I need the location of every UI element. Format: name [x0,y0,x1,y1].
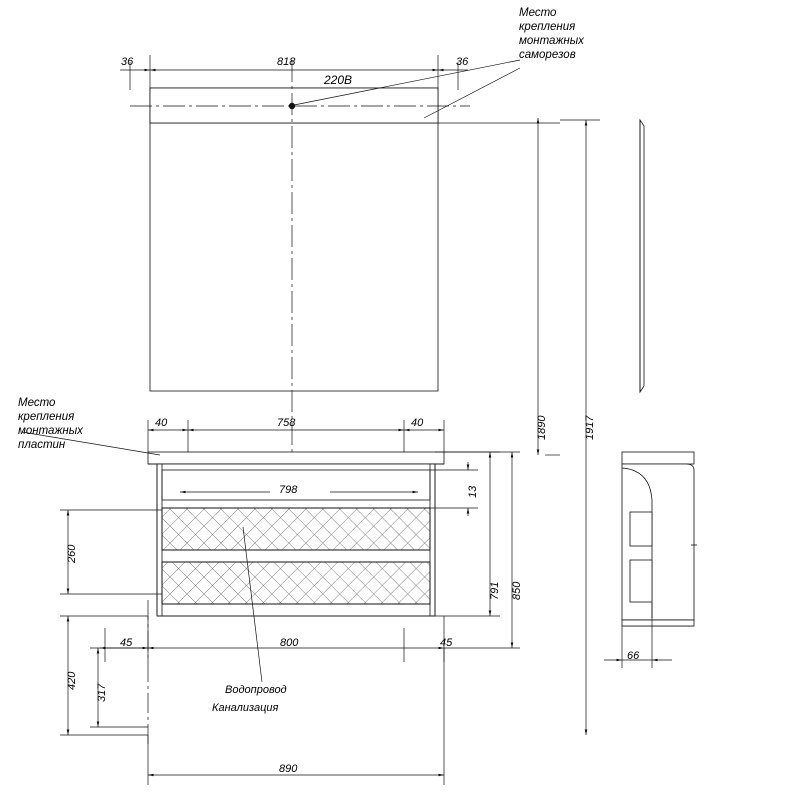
dim-label-260: 260 [66,544,78,563]
dim-label-40-right: 40 [411,417,424,429]
dim-label-1917: 1917 [584,415,596,440]
dim-label-420: 420 [66,671,78,690]
mirror-front-view [149,87,439,392]
top-note-leader [293,59,521,119]
dim-420-317 [60,615,148,736]
bottom-note-leader [242,526,263,683]
dim-13 [430,462,478,516]
annotation-left-note: Место крепления монтажных пластин [18,397,83,451]
dim-label-890: 890 [279,763,298,775]
label-power-220v: 220В [324,73,353,87]
dim-label-317: 317 [96,683,108,702]
dim-label-66: 66 [627,650,640,662]
annotation-top-note: Место крепления монтажных саморезов [519,7,584,61]
dim-label-800: 800 [280,637,299,649]
dim-260 [60,509,162,595]
dim-label-36-right: 36 [456,56,469,68]
dim-890 [147,648,445,785]
dim-1917 [560,119,600,735]
power-point-marker [288,102,296,110]
cabinet-side-view [621,451,697,627]
top-dimension-group [120,55,468,90]
dim-850 [444,451,520,649]
left-note-leader [21,431,161,456]
dim-base [100,616,445,662]
dim-66 [604,602,672,668]
dim-label-791: 791 [489,581,501,600]
dim-label-798: 798 [279,484,298,496]
dim-label-40-left: 40 [155,417,168,429]
mirror-side-view [639,118,645,394]
dim-label-1890: 1890 [536,415,548,440]
dim-label-818: 818 [277,56,296,68]
dim-label-45-right: 45 [440,637,453,649]
cabinet-front-view [147,451,445,617]
dim-1890 [438,118,560,456]
dim-cabinet-top [147,420,445,452]
annotation-water-supply: Водопровод [225,684,287,696]
dim-label-36-left: 36 [121,56,134,68]
dim-label-758: 758 [277,417,296,429]
annotation-sewerage: Канализация [212,702,279,714]
dim-label-850: 850 [511,581,523,600]
dim-label-45-left: 45 [120,637,133,649]
dim-label-13: 13 [467,485,479,498]
